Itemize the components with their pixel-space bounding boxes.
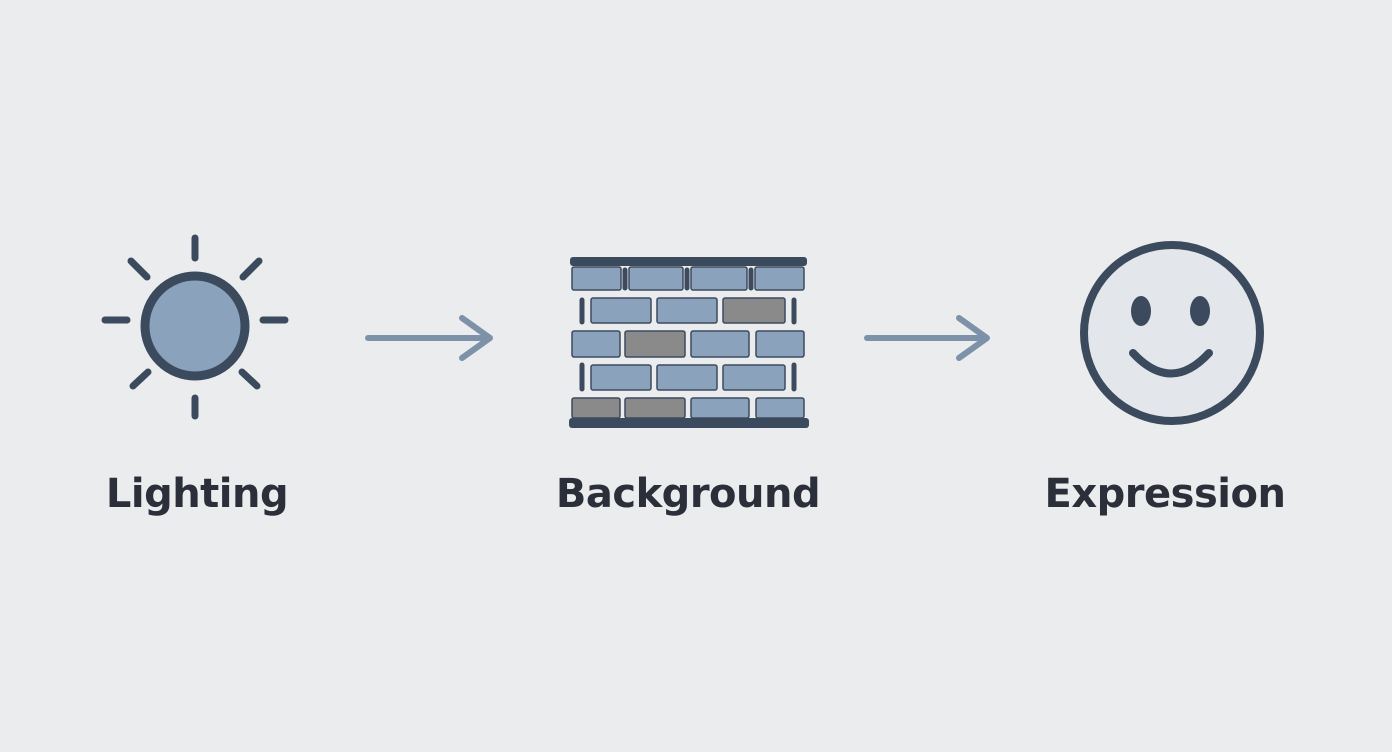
step-label-lighting: Lighting (105, 471, 289, 517)
arrow-right-icon (864, 315, 990, 361)
smiley-face-icon (1080, 241, 1264, 425)
step-label-background: Background (555, 471, 821, 517)
sun-icon (101, 234, 289, 420)
arrow-right-icon (365, 315, 493, 361)
brick-wall-icon (569, 257, 809, 428)
step-label-expression: Expression (1044, 471, 1286, 517)
